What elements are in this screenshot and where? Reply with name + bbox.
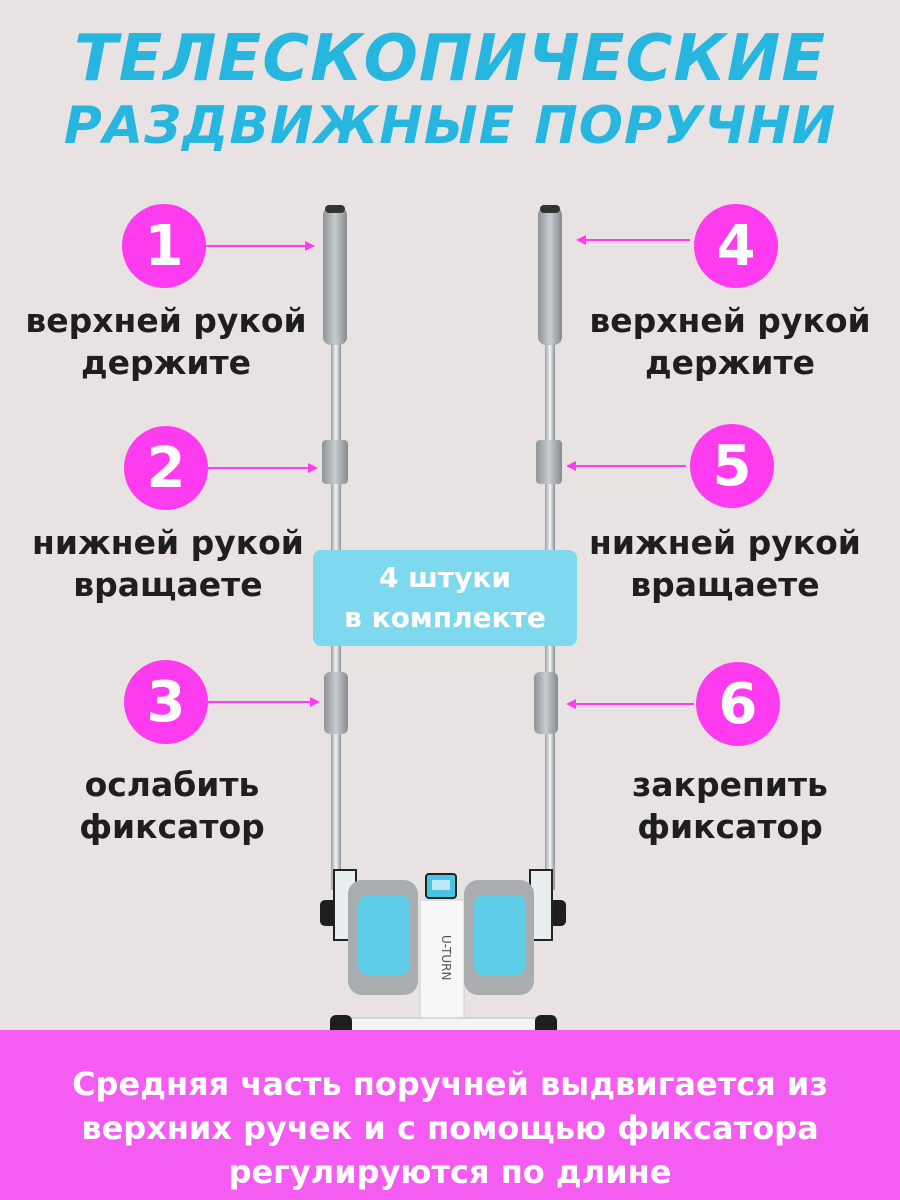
kit-badge-line-2: в комплекте xyxy=(344,601,546,634)
step-5-label: нижней рукой вращаете xyxy=(565,522,885,606)
kit-badge: 4 штуки в комплекте xyxy=(313,550,577,646)
step-6-line-1: закрепить xyxy=(632,765,828,804)
title-line-2: РАЗДВИЖНЫЕ ПОРУЧНИ xyxy=(63,96,837,156)
step-1-line-1: верхней рукой xyxy=(25,301,307,340)
step-4-line-2: держите xyxy=(644,343,816,382)
step-6-line-2: фиксатор xyxy=(637,807,823,846)
step-1-label: верхней рукой держите xyxy=(6,300,326,384)
step-2-label: нижней рукой вращаете xyxy=(8,522,328,606)
step-6-label: закрепить фиксатор xyxy=(570,764,890,848)
step-4-circle: 4 xyxy=(694,204,778,288)
step-3-label: ослабить фиксатор xyxy=(12,764,332,848)
svg-text:U-TURN: U-TURN xyxy=(439,935,453,980)
step-1-line-2: держите xyxy=(80,343,252,382)
footer-line-2: верхних ручек и с помощью фиксатора xyxy=(81,1109,819,1147)
step-6-circle: 6 xyxy=(696,662,780,746)
step-5-circle: 5 xyxy=(690,424,774,508)
step-5-arrow xyxy=(566,461,686,471)
left-upper-grip xyxy=(323,207,347,345)
right-upper-grip xyxy=(538,207,562,345)
step-6-arrow xyxy=(566,699,694,709)
title-line-1: ТЕЛЕСКОПИЧЕСКИЕ xyxy=(73,22,827,96)
step-5-line-2: вращаете xyxy=(630,565,820,604)
step-4-label: верхней рукой держите xyxy=(570,300,890,384)
step-4-line-1: верхней рукой xyxy=(589,301,871,340)
step-1-circle: 1 xyxy=(122,204,206,288)
step-4-arrow xyxy=(576,235,690,245)
left-lower-clamp xyxy=(324,672,348,734)
left-middle-clamp xyxy=(322,440,348,484)
step-3-circle: 3 xyxy=(124,660,208,744)
step-5-line-1: нижней рукой xyxy=(589,523,861,562)
footer-line-3: регулируются по длине xyxy=(228,1153,672,1191)
footer-banner: Средняя часть поручней выдвигается из ве… xyxy=(0,1030,900,1200)
step-3-line-1: ослабить xyxy=(84,765,260,804)
step-3-arrow xyxy=(208,697,320,707)
step-2-circle: 2 xyxy=(124,426,208,510)
right-middle-clamp xyxy=(536,440,562,484)
step-2-arrow xyxy=(208,463,318,473)
step-3-line-2: фиксатор xyxy=(79,807,265,846)
step-2-line-1: нижней рукой xyxy=(32,523,304,562)
kit-badge-line-1: 4 штуки xyxy=(378,561,512,594)
step-1-arrow xyxy=(205,241,315,251)
right-lower-clamp xyxy=(534,672,558,734)
footer-line-1: Средняя часть поручней выдвигается из xyxy=(72,1065,828,1103)
step-2-line-2: вращаете xyxy=(73,565,263,604)
